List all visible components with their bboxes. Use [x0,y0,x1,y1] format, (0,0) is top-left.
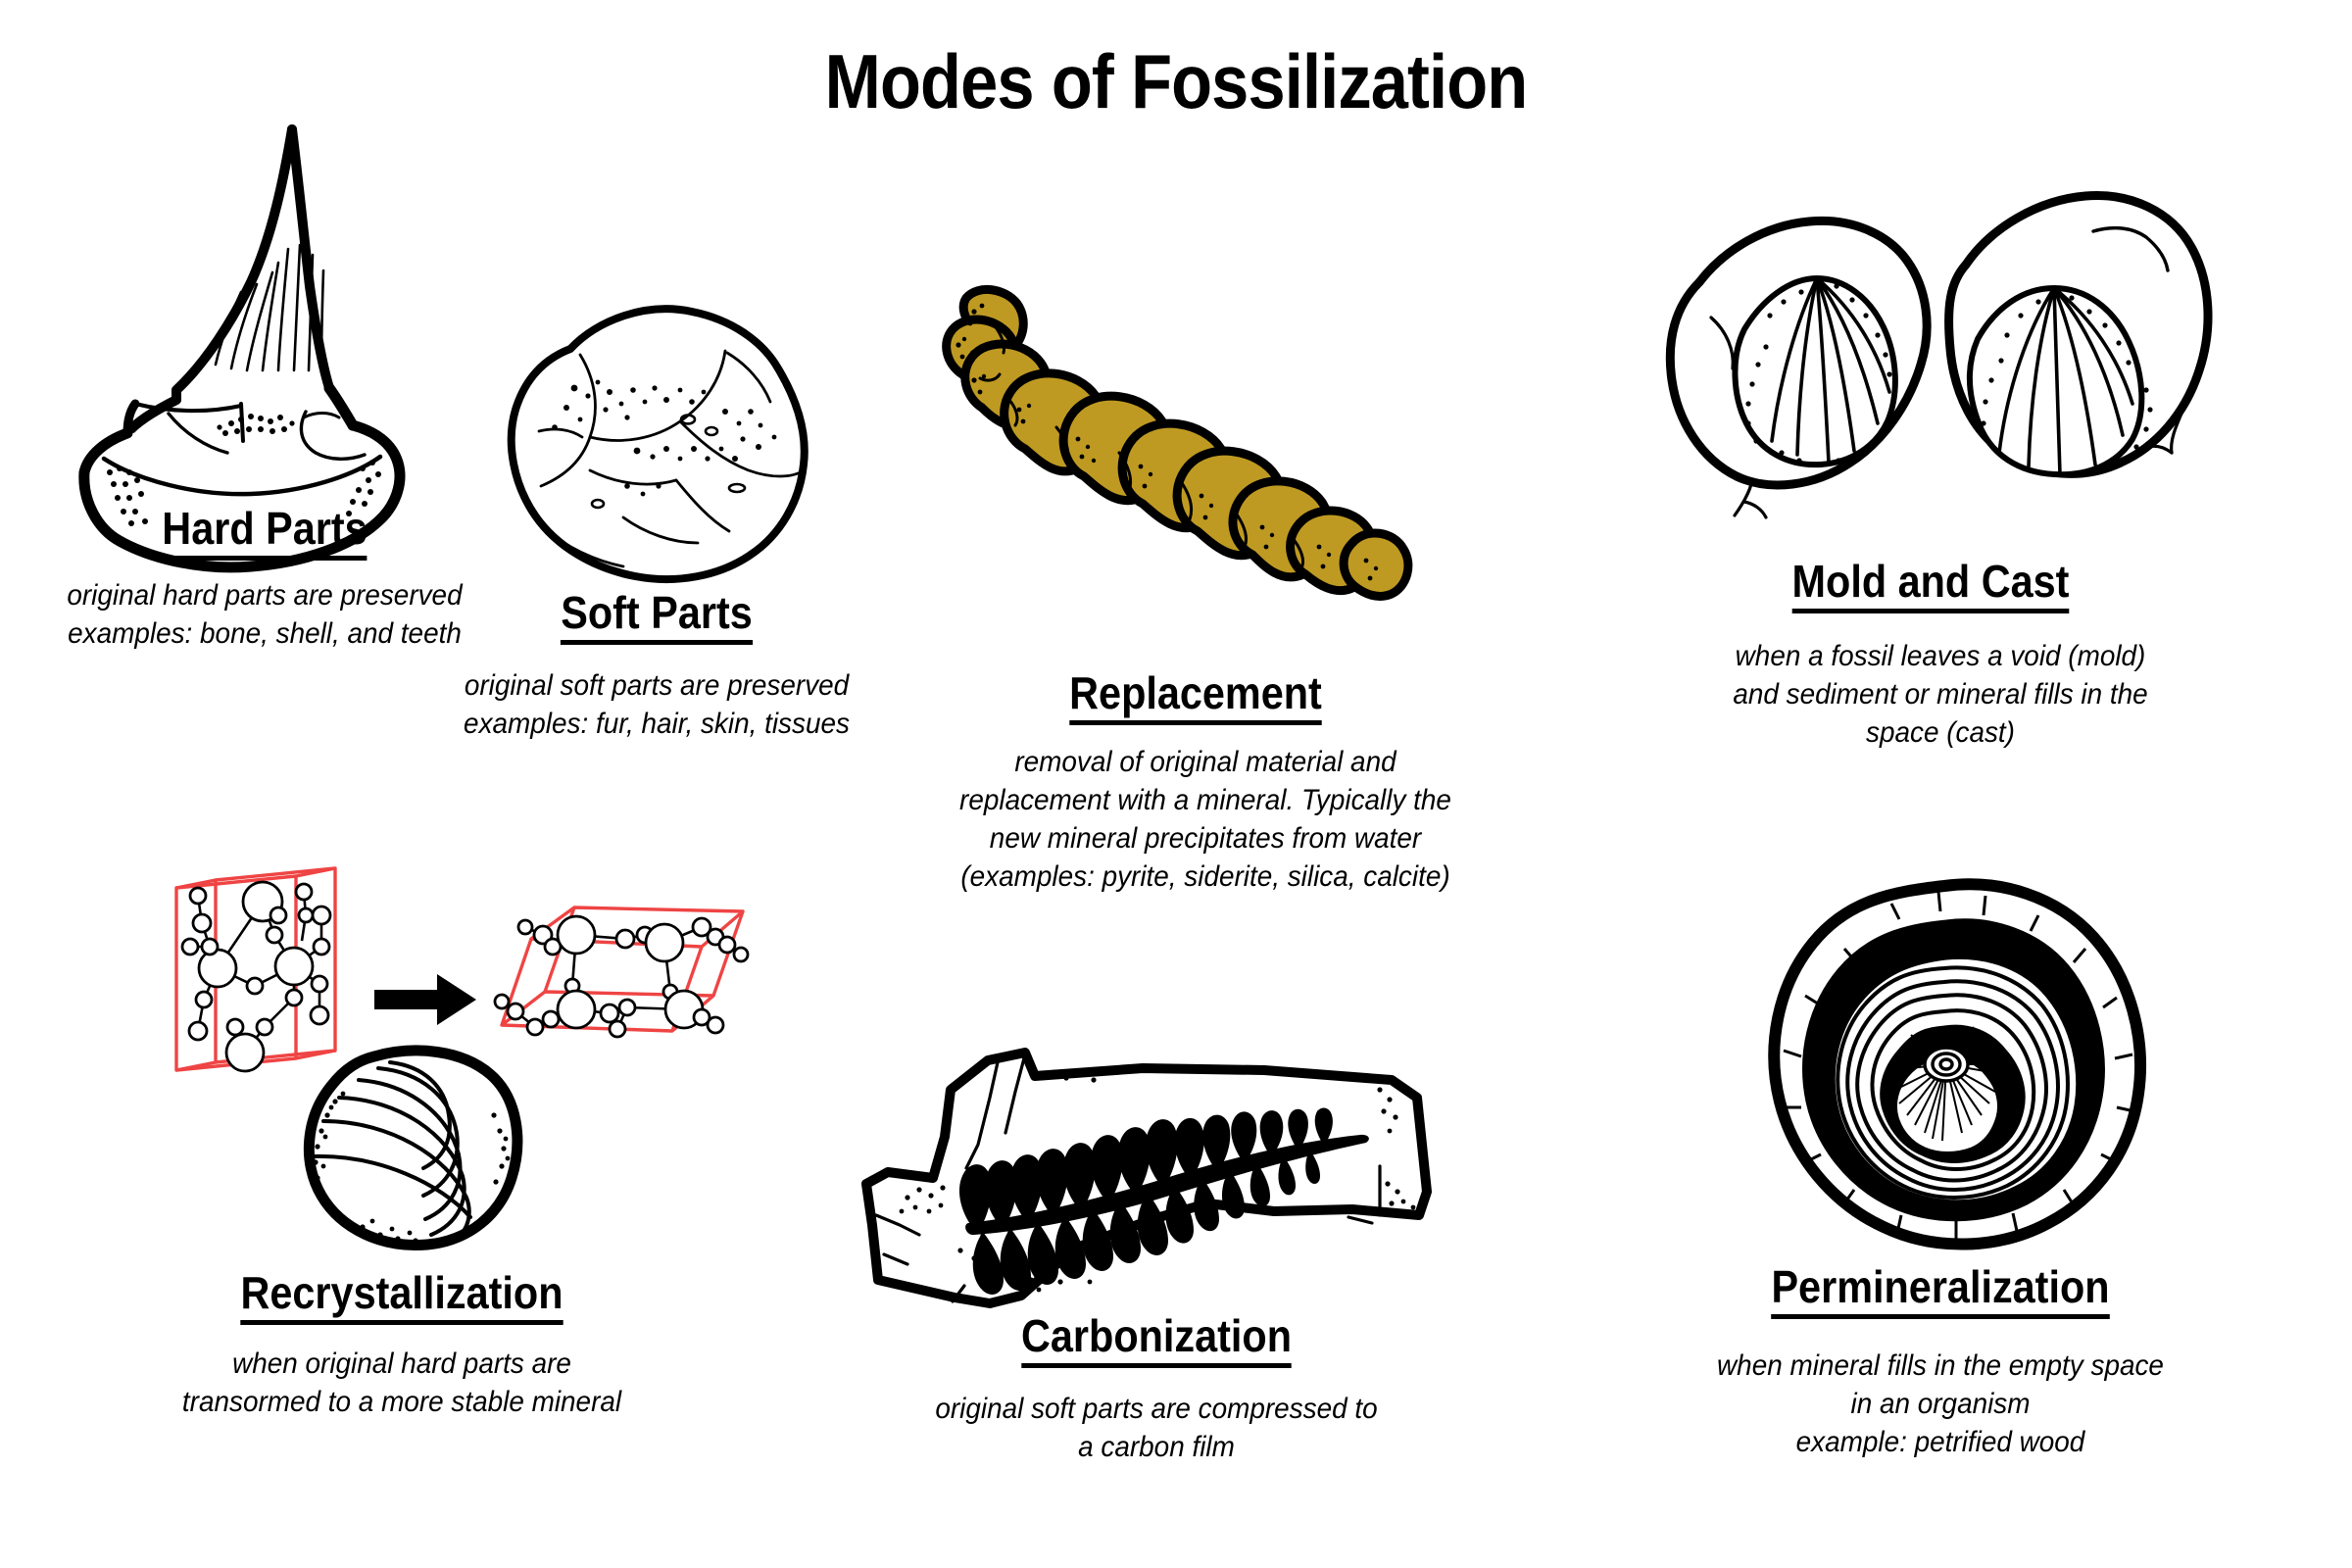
slab-stipple [899,1069,1426,1293]
carbonization-heading: Carbonization [892,1309,1421,1368]
recrystallization-heading: Recrystallization [172,1266,631,1325]
soft-tissue-blob-illustration [480,294,833,588]
soft-parts-heading: Soft Parts [471,586,842,645]
shark-tooth-illustration [59,118,451,573]
atoms-before [180,880,332,1073]
soft-parts-caption: original soft parts are preserved exampl… [464,669,850,740]
permineralization-heading-text: Permineralization [1771,1264,2110,1319]
petrified-wood-illustration [1744,872,2156,1254]
hard-parts-heading-text: Hard Parts [162,506,368,561]
recrystallization-caption: when original hard parts are transormed … [181,1348,622,1418]
recrystallization-heading-text: Recrystallization [240,1270,564,1325]
transformation-arrow [374,974,476,1025]
fern-frond [958,1107,1369,1295]
replacement-caption: removal of original material and replace… [959,746,1451,893]
carbonization-caption: original soft parts are compressed to a … [935,1393,1378,1463]
replacement-heading: Replacement [966,666,1425,725]
replacement-heading-text: Replacement [1069,670,1322,725]
carbonization-heading-text: Carbonization [1020,1313,1292,1368]
page-title: Modes of Fossilization [824,38,1529,124]
crystal-lattice-illustration [147,853,755,1098]
hard-parts-caption: original hard parts are preserved exampl… [67,579,463,650]
unit-cell-before [174,866,337,1072]
pyritized-ammonite-illustration [941,284,1450,676]
atoms-after [493,914,750,1039]
bark-cracks [1782,891,2135,1241]
clam-shell-illustration [284,1039,549,1274]
fern-carbon-film-illustration [843,1019,1450,1313]
stipple-dots [107,414,381,526]
permineralization-caption: when mineral fills in the empty space in… [1717,1349,2164,1458]
mold-and-cast-heading: Mold and Cast [1684,555,2178,613]
hard-parts-heading: Hard Parts [79,502,450,561]
soft-parts-heading-text: Soft Parts [561,590,753,645]
mold-and-cast-caption: when a fossil leaves a void (mold) and s… [1733,640,2148,749]
mold-and-cast-illustration [1617,157,2244,568]
porosity-dots [552,379,777,510]
permineralization-heading: Permineralization [1693,1260,2187,1319]
mold-and-cast-heading-text: Mold and Cast [1791,559,2070,613]
